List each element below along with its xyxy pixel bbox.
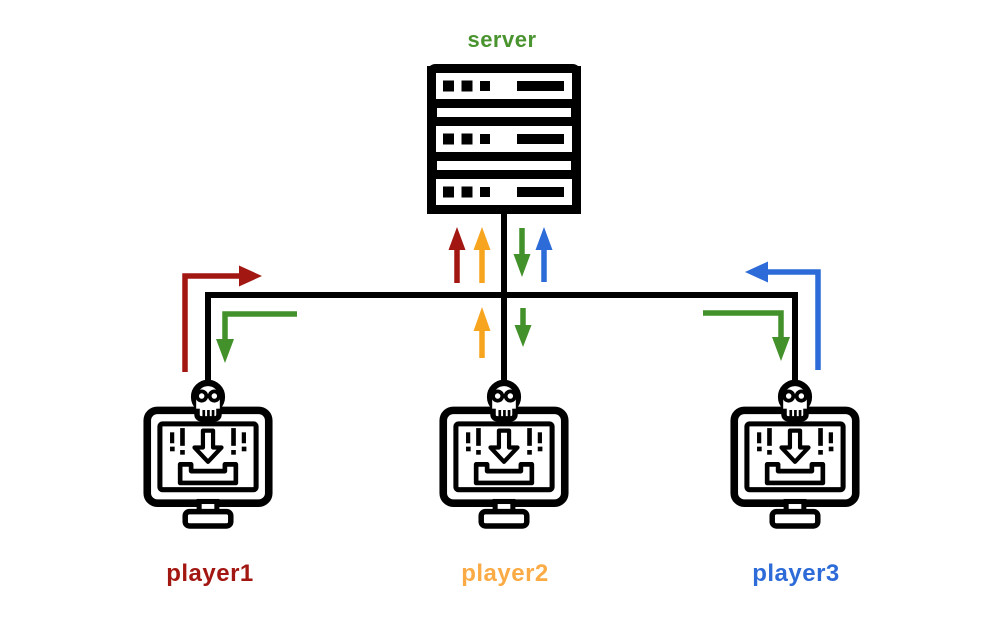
arrow-red-up-at-server [448, 227, 466, 283]
player2-label: player2 [461, 560, 549, 587]
server-tier-2 [427, 117, 581, 161]
player1-label: player1 [166, 560, 254, 587]
server-tier-3 [427, 170, 581, 214]
arrow-green-down-player2 [514, 308, 532, 347]
arrows-at-server [448, 227, 553, 283]
connection-lines [205, 212, 798, 390]
arrows-at-player2 [473, 307, 532, 358]
server-icon [427, 64, 581, 214]
server-tier-1 [427, 64, 581, 108]
arrow-green-down-at-server [513, 228, 531, 277]
player3-label: player3 [752, 560, 840, 587]
player1-computer-icon [147, 383, 269, 526]
arrow-orange-up-at-server [473, 227, 491, 283]
arrow-server-to-player3 [703, 310, 790, 361]
arrow-player3-to-server [745, 261, 821, 370]
arrow-blue-up-at-server [535, 227, 553, 282]
server-label: server [467, 27, 537, 52]
arrow-server-to-player1 [216, 311, 297, 363]
arrow-orange-up-player2 [473, 307, 491, 358]
arrow-player1-to-server [182, 265, 262, 372]
player3-computer-icon [734, 383, 856, 526]
player2-computer-icon [443, 383, 565, 526]
